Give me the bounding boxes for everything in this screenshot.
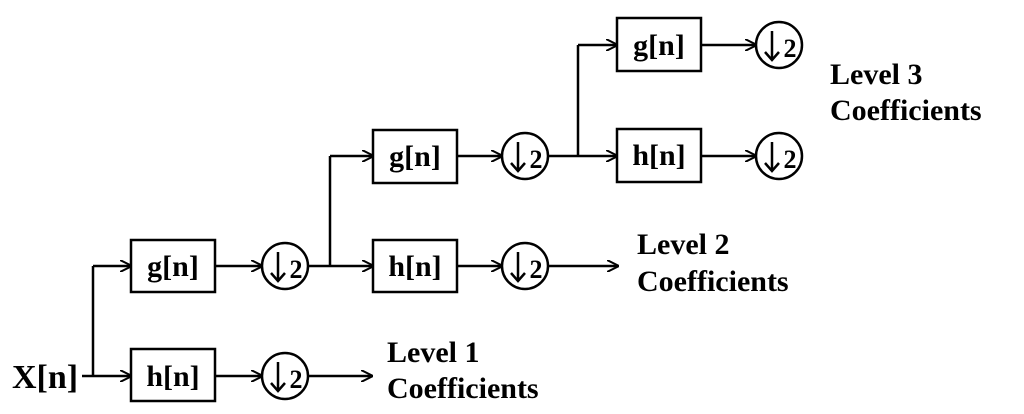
g-filter-box-level3 xyxy=(615,16,703,73)
h-filter-box-level2 xyxy=(371,238,459,294)
g-filter-label-level3: g[n] xyxy=(633,29,685,62)
g-filter-box-level2 xyxy=(371,128,459,185)
h-filter-label-level2: h[n] xyxy=(388,250,441,283)
level2-output-label: Level 2 xyxy=(637,228,729,261)
downsample-factor: 2 xyxy=(290,365,303,394)
downsample-factor: 2 xyxy=(530,255,543,284)
input-label: X[n] xyxy=(12,359,78,396)
down-arrow-icon xyxy=(270,252,286,283)
h-filter-label-level1: h[n] xyxy=(146,360,199,393)
h-filter-box-level3 xyxy=(615,127,703,184)
h-filter-box-level1 xyxy=(129,347,217,403)
downsample-factor: 2 xyxy=(784,145,797,174)
g-filter-label-level2: g[n] xyxy=(389,140,441,173)
down-arrow-icon xyxy=(510,252,526,283)
level3-output-label: Coefficients xyxy=(830,94,982,127)
level1-output-label: Level 1 xyxy=(387,336,479,369)
level3-output-label: Level 3 xyxy=(830,58,922,91)
down-arrow-icon xyxy=(510,142,526,173)
h-filter-label-level3: h[n] xyxy=(632,139,685,172)
level1-output-label: Coefficients xyxy=(387,372,539,405)
downsample-factor: 2 xyxy=(784,34,797,63)
downsample-factor: 2 xyxy=(290,255,303,284)
downsample-factor: 2 xyxy=(530,145,543,174)
down-arrow-icon xyxy=(270,362,286,393)
down-arrow-icon xyxy=(764,31,780,62)
down-arrow-icon xyxy=(764,142,780,173)
level2-output-label: Coefficients xyxy=(637,265,789,298)
g-filter-label-level1: g[n] xyxy=(147,250,199,283)
g-filter-box-level1 xyxy=(129,238,217,294)
